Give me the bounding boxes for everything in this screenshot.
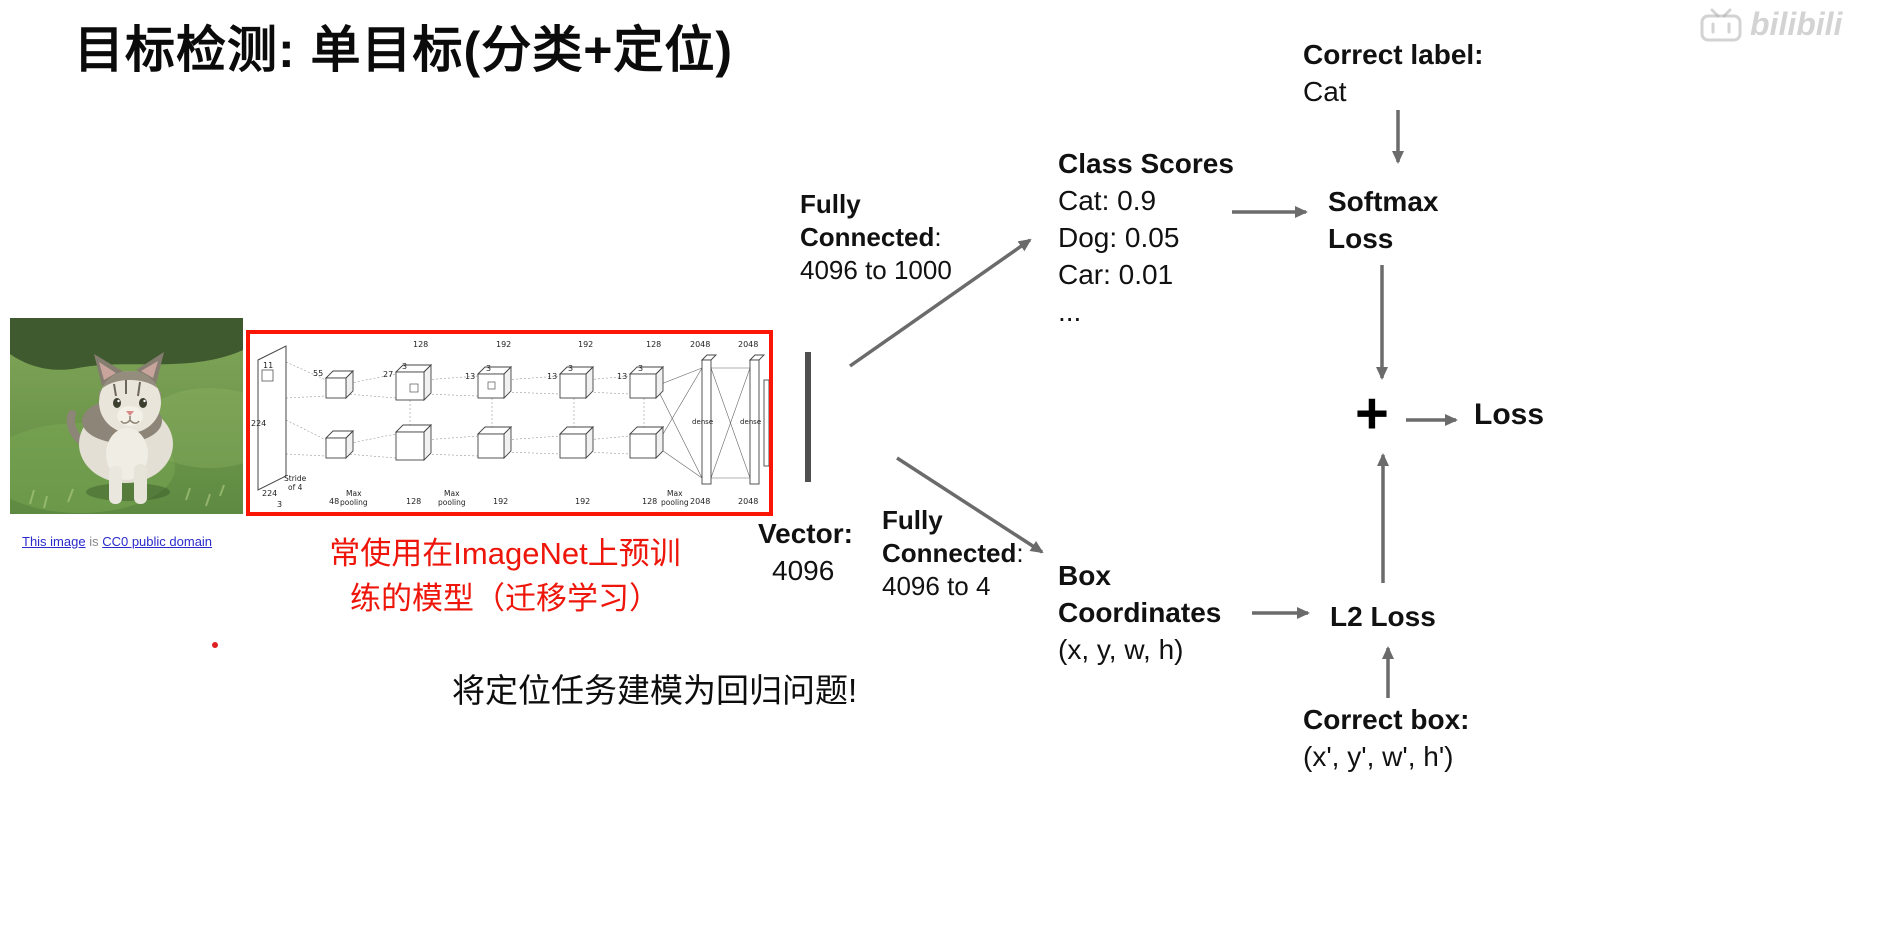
cnn-label: Max: [667, 489, 683, 498]
image-credit: This image is CC0 public domain: [22, 534, 212, 549]
fc-top-line2: Connected: [800, 222, 935, 252]
cnn-label: 128: [406, 497, 421, 506]
cat-shadow: [86, 483, 170, 501]
page-title: 目标检测: 单目标(分类+定位): [74, 22, 734, 78]
cat-photo: [0, 318, 280, 514]
fc-top-line1: Fully: [800, 189, 861, 219]
image-credit-link[interactable]: This image: [22, 534, 86, 549]
fc-bottom-line2: Connected: [882, 538, 1017, 568]
cnn-label: of 4: [288, 483, 303, 492]
class-score-cat: Cat: 0.9: [1058, 185, 1157, 216]
bilibili-tv-icon: [1700, 8, 1742, 41]
box-coords-line2: Coordinates: [1058, 597, 1222, 628]
cnn-label: 48: [329, 497, 339, 506]
cnn-label: pooling: [661, 498, 689, 507]
box-coords-line1: Box: [1058, 560, 1111, 591]
cnn-label: 3: [568, 364, 573, 373]
cnn-label: pooling: [340, 498, 368, 507]
fc-bottom-block: Fully Connected: 4096 to 4: [882, 504, 1024, 603]
cnn-label: 3: [486, 364, 491, 373]
cat-photo-image: [0, 318, 280, 514]
cnn-label: pooling: [438, 498, 466, 507]
fc-top-colon: :: [934, 222, 942, 252]
fc-bottom-detail: 4096 to 4: [882, 571, 991, 601]
box-coordinates-block: Box Coordinates (x, y, w, h): [1058, 557, 1221, 668]
cnn-label: 192: [493, 497, 508, 506]
cnn-label: 224: [262, 489, 277, 498]
correct-box-block: Correct box: (x', y', w', h'): [1303, 701, 1469, 775]
cnn-label: dense: [740, 418, 761, 426]
pretrain-note-line1: 常使用在ImageNet上预训: [329, 536, 681, 571]
license-link[interactable]: CC0 public domain: [102, 534, 213, 549]
fc-top-block: Fully Connected: 4096 to 1000: [800, 188, 952, 287]
total-loss-label: Loss: [1474, 398, 1545, 431]
bilibili-watermark: bilibili: [1700, 6, 1842, 43]
cnn-label: 128: [642, 497, 657, 506]
cnn-label: 11: [263, 361, 273, 370]
cnn-label: 224: [251, 419, 266, 428]
l2-loss-label: L2 Loss: [1330, 601, 1436, 632]
cnn-architecture-diagram: 224 11 55 27 3 13 3 13 3 13 3 128 192 192 128 2048 2048 d…: [251, 340, 770, 509]
cnn-label: 128: [413, 340, 428, 349]
class-score-dog: Dog: 0.05: [1058, 222, 1180, 253]
cnn-label: 128: [646, 340, 661, 349]
cnn-label: 13: [617, 372, 627, 381]
fc-top-detail: 4096 to 1000: [800, 255, 952, 285]
cnn-label: 192: [496, 340, 511, 349]
pretrain-note-line2: 练的模型（迁移学习）: [350, 581, 660, 616]
cnn-label: Max: [444, 489, 460, 498]
cnn-red-box: 224 11 55 27 3 13 3 13 3 13 3 128 192 192 128 2048 2048 d…: [246, 330, 773, 516]
cnn-label: 27: [383, 370, 393, 379]
cnn-label: 55: [313, 369, 323, 378]
cnn-label: 2048: [690, 340, 710, 349]
correct-label-title: Correct label:: [1303, 39, 1484, 70]
class-scores-title: Class Scores: [1058, 148, 1234, 179]
pretrain-note: 常使用在ImageNet上预训 练的模型（迁移学习）: [290, 531, 720, 621]
softmax-loss-line1: Softmax: [1328, 186, 1439, 217]
class-score-car: Car: 0.01: [1058, 259, 1174, 290]
cnn-label: 13: [547, 372, 557, 381]
cnn-label: 3: [638, 364, 643, 373]
cnn-label: Stride: [284, 474, 307, 483]
softmax-loss-line2: Loss: [1328, 223, 1394, 254]
image-credit-mid: is: [85, 534, 103, 549]
correct-label-value: Cat: [1303, 76, 1347, 107]
cnn-label: 192: [578, 340, 593, 349]
correct-box-title: Correct box:: [1303, 704, 1470, 735]
bilibili-watermark-text: bilibili: [1750, 6, 1843, 42]
cnn-label: 3: [277, 500, 282, 509]
box-coords-values: (x, y, w, h): [1058, 634, 1184, 665]
correct-box-value: (x', y', w', h'): [1303, 741, 1454, 772]
cnn-label: 2048: [738, 340, 758, 349]
softmax-loss-block: Softmax Loss: [1328, 183, 1438, 257]
class-scores-block: Class Scores Cat: 0.9 Dog: 0.05 Car: 0.0…: [1058, 145, 1234, 330]
cnn-label: 2048: [738, 497, 758, 506]
plus-sign: +: [1355, 381, 1389, 446]
class-score-ellipsis: ...: [1058, 296, 1082, 327]
red-dot: [212, 642, 218, 648]
cnn-label: 192: [575, 497, 590, 506]
cnn-label: Max: [346, 489, 362, 498]
fc-bottom-line1: Fully: [882, 505, 943, 535]
feature-vector-bar: [805, 352, 811, 482]
correct-label-block: Correct label: Cat: [1303, 36, 1484, 110]
cnn-label: dense: [692, 418, 713, 426]
vector-label: Vector:: [758, 518, 853, 549]
cnn-label: 3: [402, 362, 407, 371]
fc-bottom-colon: :: [1016, 538, 1024, 568]
regression-note: 将定位任务建模为回归问题!: [452, 672, 858, 709]
cnn-label: 2048: [690, 497, 710, 506]
cnn-label: 13: [465, 372, 475, 381]
vector-value: 4096: [772, 555, 835, 586]
